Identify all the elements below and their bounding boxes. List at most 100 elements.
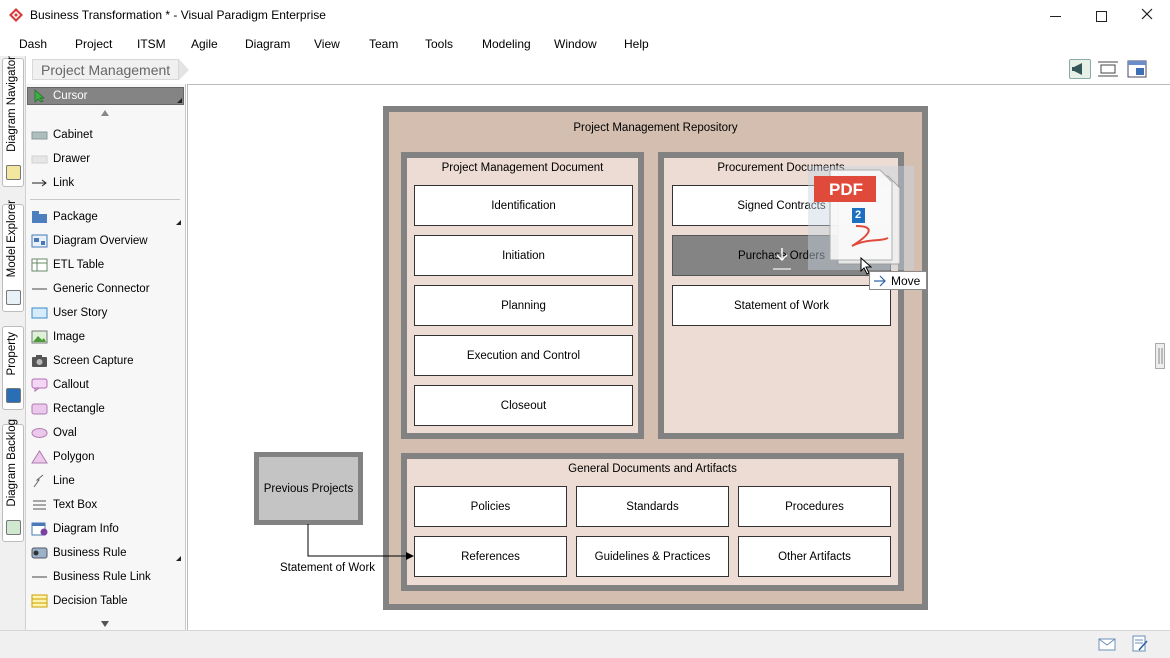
doc-initiation[interactable]: Initiation (414, 235, 633, 276)
doc-execution-and-control[interactable]: Execution and Control (414, 335, 633, 376)
palette-item-label: Link (53, 177, 75, 189)
cabinet-icon (31, 128, 48, 142)
tab-diagram-navigator-label: Diagram Navigator (6, 56, 18, 152)
palette-item-diagram-info[interactable]: Diagram Info (28, 520, 184, 540)
decision-table-icon (31, 594, 48, 608)
canvas-resize-handle[interactable] (1155, 343, 1165, 369)
tab-property[interactable]: Property (2, 326, 24, 410)
mail-icon[interactable] (1098, 638, 1116, 654)
property-icon (6, 388, 21, 403)
close-button[interactable] (1124, 0, 1170, 32)
palette-item-link[interactable]: Link (28, 174, 184, 194)
doc-references[interactable]: References (414, 536, 567, 577)
palette-item-etl-table[interactable]: ETL Table (28, 256, 184, 276)
palette-item-oval[interactable]: Oval (28, 424, 184, 444)
breadcrumb-arrow-icon (179, 59, 189, 80)
statement-of-work-connector[interactable] (300, 520, 420, 565)
pdf-label: PDF (829, 180, 863, 199)
palette-item-diagram-overview[interactable]: Diagram Overview (28, 232, 184, 252)
diagram-info-icon (31, 522, 48, 536)
breadcrumb-item[interactable]: Project Management (32, 59, 180, 80)
palette-item-label: Diagram Info (53, 523, 119, 535)
callout-icon (31, 378, 48, 392)
scroll-up-icon[interactable] (101, 110, 109, 116)
doc-guidelines-and-practices[interactable]: Guidelines & Practices (576, 536, 729, 577)
scroll-down-icon[interactable] (101, 621, 109, 627)
business-rule-icon (31, 546, 48, 560)
palette-item-business-rule-link[interactable]: Business Rule Link (28, 568, 184, 588)
menu-help[interactable]: Help (624, 37, 649, 51)
palette-item-business-rule[interactable]: Business Rule (28, 544, 184, 564)
palette-item-cursor[interactable]: Cursor (27, 87, 184, 105)
diagram-toolbar (26, 56, 1170, 84)
diagram-palette (26, 84, 186, 630)
expand-corner-icon (177, 98, 182, 103)
general-documents-title: General Documents and Artifacts (568, 463, 737, 475)
palette-item-polygon[interactable]: Polygon (28, 448, 184, 468)
move-arrow-icon (873, 274, 887, 290)
backlog-icon (6, 520, 21, 535)
menu-team[interactable]: Team (369, 37, 399, 51)
doc-statement-of-work[interactable]: Statement of Work (672, 285, 891, 326)
image-icon (31, 330, 48, 344)
app-logo-icon (9, 8, 23, 22)
menu-diagram[interactable]: Diagram (245, 37, 291, 51)
maximize-icon (1095, 10, 1107, 22)
expand-corner-icon (176, 220, 181, 225)
menu-window[interactable]: Window (554, 37, 597, 51)
tab-model-explorer[interactable]: Model Explorer (2, 200, 24, 312)
doc-policies[interactable]: Policies (414, 486, 567, 527)
palette-item-callout[interactable]: Callout (28, 376, 184, 396)
doc-standards[interactable]: Standards (576, 486, 729, 527)
layout-panel-icon[interactable] (1126, 59, 1148, 79)
palette-item-user-story[interactable]: User Story (28, 304, 184, 324)
menu-project[interactable]: Project (75, 37, 113, 51)
navigator-icon (6, 165, 21, 180)
palette-item-label: Decision Table (53, 595, 128, 607)
tab-model-explorer-label: Model Explorer (6, 199, 18, 277)
palette-item-text-box[interactable]: Text Box (28, 496, 184, 516)
menu-itsm[interactable]: ITSM (137, 37, 166, 51)
palette-item-package[interactable]: Package (28, 208, 184, 228)
announcement-icon[interactable] (1069, 59, 1091, 79)
menu-agile[interactable]: Agile (191, 37, 218, 51)
palette-item-screen-capture[interactable]: Screen Capture (28, 352, 184, 372)
palette-item-decision-table[interactable]: Decision Table (28, 592, 184, 612)
previous-projects-cabinet[interactable]: Previous Projects (254, 452, 363, 525)
fit-diagram-icon[interactable] (1097, 59, 1119, 79)
doc-procedures[interactable]: Procedures (738, 486, 891, 527)
tab-diagram-backlog[interactable]: Diagram Backlog (2, 419, 24, 542)
palette-item-label: Business Rule Link (53, 571, 151, 583)
palette-item-image[interactable]: Image (28, 328, 184, 348)
palette-item-label: ETL Table (53, 259, 105, 271)
menu-dash[interactable]: Dash (19, 37, 48, 51)
doc-planning[interactable]: Planning (414, 285, 633, 326)
arrow-link-icon (31, 176, 48, 190)
etl-table-icon (31, 258, 48, 272)
palette-item-label: Line (53, 475, 75, 487)
minimize-button[interactable] (1032, 0, 1078, 32)
palette-item-line[interactable]: Line (28, 472, 184, 492)
maximize-button[interactable] (1078, 0, 1124, 32)
expand-corner-icon (176, 556, 181, 561)
menu-view[interactable]: View (314, 37, 340, 51)
menu-modeling[interactable]: Modeling (482, 37, 531, 51)
notes-icon[interactable] (1132, 635, 1148, 655)
palette-item-rectangle[interactable]: Rectangle (28, 400, 184, 420)
palette-item-label: Package (53, 211, 98, 223)
close-icon (1141, 7, 1153, 25)
doc-identification[interactable]: Identification (414, 185, 633, 226)
palette-item-label: Image (53, 331, 85, 343)
connector-label: Statement of Work (280, 562, 376, 574)
window-title: Business Transformation * - Visual Parad… (30, 8, 326, 22)
doc-other-artifacts[interactable]: Other Artifacts (738, 536, 891, 577)
palette-item-generic-connector[interactable]: Generic Connector (28, 280, 184, 300)
menu-tools[interactable]: Tools (425, 37, 454, 51)
tab-diagram-navigator[interactable]: Diagram Navigator (2, 56, 24, 187)
user-story-icon (31, 306, 48, 320)
title-bar (0, 0, 1170, 32)
palette-item-drawer[interactable]: Drawer (28, 150, 184, 170)
palette-item-cabinet[interactable]: Cabinet (28, 126, 184, 146)
doc-closeout[interactable]: Closeout (414, 385, 633, 426)
palette-item-label: Polygon (53, 451, 95, 463)
